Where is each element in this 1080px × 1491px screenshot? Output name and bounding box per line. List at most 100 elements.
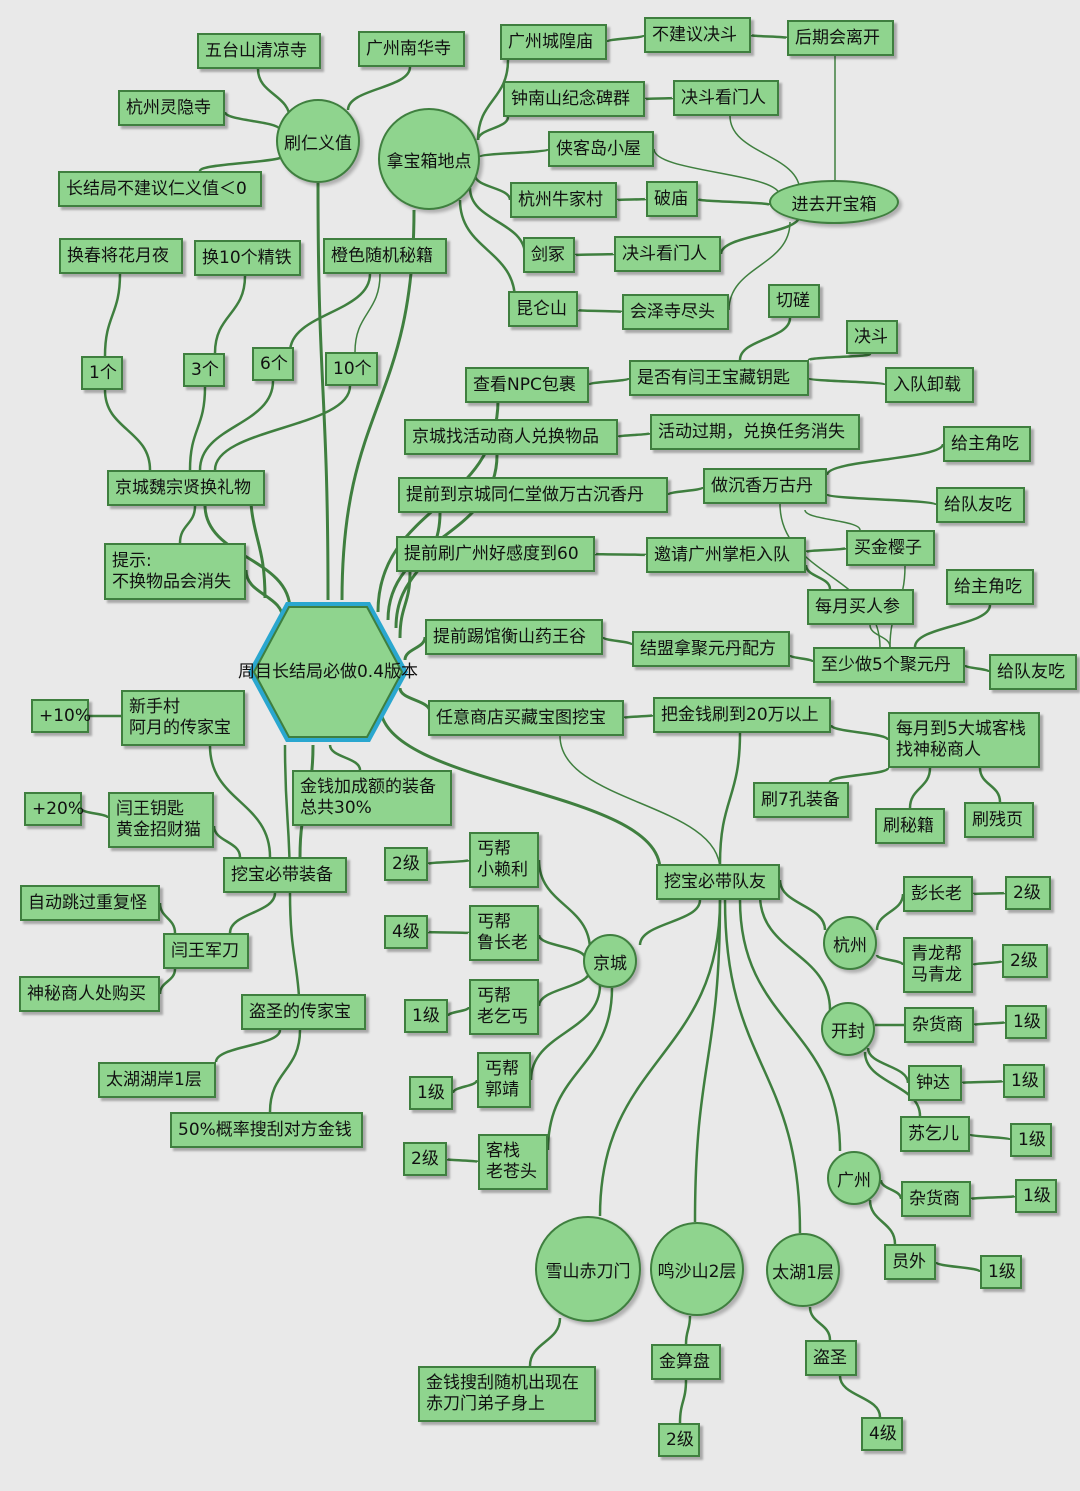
node-yanwang-key-question[interactable]: 是否有闫王宝藏钥匙 [629, 360, 809, 396]
node-level-ma[interactable]: 2级 [1002, 944, 1048, 978]
node-auto-skip[interactable]: 自动跳过重复怪 [20, 885, 160, 921]
node-yanwang-cat[interactable]: 闫王钥匙 黄金招财猫 [108, 792, 214, 848]
node-jianzhong[interactable]: 剑冢 [523, 237, 575, 273]
node-level-lu[interactable]: 4级 [384, 915, 428, 949]
node-give-hero-1[interactable]: 给主角吃 [943, 426, 1031, 462]
node-leave-later[interactable]: 后期会离开 [787, 20, 894, 56]
node-duel-guard-2[interactable]: 决斗看门人 [614, 236, 721, 272]
node-level-lai[interactable]: 2级 [384, 847, 428, 881]
node-yanwang-blade[interactable]: 闫王军刀 [163, 933, 249, 969]
node-abacus[interactable]: 金算盘 [651, 1344, 721, 1380]
node-buy-shen[interactable]: 每月买人参 [807, 589, 914, 625]
node-merchant-exchange[interactable]: 京城找活动商人兑换物品 [404, 419, 618, 455]
node-level-kf-shop[interactable]: 1级 [1005, 1005, 1047, 1039]
node-buy-ying[interactable]: 买金樱子 [846, 530, 935, 566]
node-huanchun[interactable]: 换春将花月夜 [59, 238, 183, 274]
node-chenghuang[interactable]: 广州城隍庙 [500, 24, 607, 60]
node-ayue[interactable]: 新手村 阿月的传家宝 [121, 690, 245, 746]
node-no-duel[interactable]: 不建议决斗 [644, 17, 751, 53]
node-beggar-lai[interactable]: 丐帮 小赖利 [469, 832, 539, 888]
node-join-unload[interactable]: 入队卸载 [885, 367, 974, 403]
node-mystery-buy[interactable]: 神秘商人处购买 [19, 976, 160, 1012]
node-level-peng[interactable]: 2级 [1005, 876, 1051, 910]
node-nanhua[interactable]: 广州南华寺 [358, 31, 465, 67]
node-make-pill[interactable]: 做沉香万古丹 [703, 468, 827, 504]
node-xiake[interactable]: 侠客岛小屋 [548, 131, 654, 167]
node-orange-book[interactable]: 橙色随机秘籍 [323, 238, 447, 274]
node-hint[interactable]: 提示: 不换物品会消失 [104, 543, 246, 600]
hub-kaifeng[interactable]: 开封 [821, 1002, 875, 1056]
hub-jingcheng[interactable]: 京城 [583, 934, 637, 988]
node-level-zhongda[interactable]: 1级 [1003, 1064, 1045, 1098]
node-five-pills[interactable]: 至少做5个聚元丹 [813, 647, 965, 683]
node-count-10[interactable]: 10个 [325, 352, 378, 386]
node-renyi-note[interactable]: 长结局不建议仁义值＜0 [58, 171, 262, 207]
node-hengshan[interactable]: 提前踢馆衡山药王谷 [425, 619, 603, 655]
node-alliance[interactable]: 结盟拿聚元丹配方 [632, 631, 790, 667]
hub-open-chest[interactable]: 进去开宝箱 [769, 180, 899, 224]
node-yuanwai[interactable]: 员外 [884, 1244, 936, 1280]
node-dig-equip[interactable]: 挖宝必带装备 [223, 857, 347, 893]
hub-ren-yi[interactable]: 刷仁义值 [276, 99, 360, 183]
node-daosheng[interactable]: 盗圣 [805, 1340, 857, 1376]
node-niujia[interactable]: 杭州牛家村 [510, 182, 617, 218]
node-npc-bag[interactable]: 查看NPC包裹 [465, 367, 589, 403]
node-peng[interactable]: 彭长老 [903, 876, 973, 912]
node-kf-shop[interactable]: 杂货商 [904, 1007, 974, 1043]
node-level-yuanwai[interactable]: 1级 [980, 1255, 1022, 1289]
node-visit-cities[interactable]: 每月到5大城客栈 找神秘商人 [888, 712, 1040, 768]
node-map-dig[interactable]: 任意商店买藏宝图挖宝 [428, 700, 624, 736]
node-qiecuo[interactable]: 切磋 [768, 284, 820, 318]
node-level-abacus[interactable]: 2级 [658, 1423, 700, 1457]
node-zhongda[interactable]: 钟达 [908, 1065, 962, 1101]
node-level-old[interactable]: 1级 [404, 999, 448, 1033]
hub-hangzhou[interactable]: 杭州 [823, 916, 877, 970]
node-level-gz-shop[interactable]: 1级 [1015, 1179, 1057, 1213]
node-beggar-lu[interactable]: 丐帮 鲁长老 [469, 905, 539, 961]
node-su-qier[interactable]: 苏乞儿 [900, 1116, 970, 1152]
node-inn-old[interactable]: 客栈 老苍头 [478, 1134, 548, 1190]
node-kunlun[interactable]: 昆仑山 [508, 291, 578, 327]
node-level-inn[interactable]: 2级 [403, 1142, 447, 1176]
node-plus20[interactable]: +20% [24, 792, 84, 826]
node-level-guo[interactable]: 1级 [409, 1076, 453, 1110]
node-taihu-shore[interactable]: 太湖湖岸1层 [98, 1062, 216, 1098]
node-huize[interactable]: 会泽寺尽头 [622, 294, 729, 330]
node-jingtie[interactable]: 换10个精铁 [194, 240, 301, 276]
hub-treasure-spots[interactable]: 拿宝箱地点 [378, 108, 480, 210]
node-lingyin[interactable]: 杭州灵隐寺 [118, 90, 225, 126]
node-plus10[interactable]: +10% [31, 699, 91, 733]
node-ma-qing[interactable]: 青龙帮 马青龙 [903, 937, 973, 993]
hub-taihu[interactable]: 太湖1层 [766, 1233, 840, 1307]
hub-xueshan[interactable]: 雪山赤刀门 [535, 1216, 641, 1322]
node-dig-team[interactable]: 挖宝必带队友 [656, 864, 780, 900]
node-seven-hole[interactable]: 刷7孔装备 [753, 782, 849, 818]
node-count-6[interactable]: 6个 [252, 347, 294, 381]
node-wei-exchange[interactable]: 京城魏宗贤换礼物 [107, 470, 265, 506]
node-give-mate-1[interactable]: 给队友吃 [936, 487, 1025, 523]
node-chidao-note[interactable]: 金钱搜刮随机出现在 赤刀门弟子身上 [418, 1366, 596, 1422]
hub-mingsha[interactable]: 鸣沙山2层 [650, 1222, 744, 1316]
node-give-hero-2[interactable]: 给主角吃 [946, 569, 1034, 605]
node-wutai[interactable]: 五台山清凉寺 [197, 33, 321, 69]
node-count-1[interactable]: 1个 [81, 356, 123, 390]
node-steal50[interactable]: 50%概率搜刮对方金钱 [170, 1112, 363, 1148]
node-money-equip[interactable]: 金钱加成额的装备 总共30% [292, 770, 452, 826]
node-give-mate-2[interactable]: 给队友吃 [989, 654, 1077, 690]
node-invite-boss[interactable]: 邀请广州掌柜入队 [646, 537, 806, 573]
node-expired[interactable]: 活动过期，兑换任务消失 [650, 414, 860, 450]
node-money-200k[interactable]: 把金钱刷到20万以上 [653, 697, 831, 733]
node-duel-guard-1[interactable]: 决斗看门人 [673, 80, 779, 116]
node-count-3[interactable]: 3个 [183, 353, 225, 387]
node-thief-heir[interactable]: 盗圣的传家宝 [241, 994, 366, 1030]
node-can-ye[interactable]: 刷残页 [964, 802, 1034, 838]
node-favor60[interactable]: 提前刷广州好感度到60 [396, 536, 595, 572]
node-level-su[interactable]: 1级 [1010, 1123, 1052, 1157]
node-pomiao[interactable]: 破庙 [646, 181, 698, 217]
node-level-daosheng[interactable]: 4级 [861, 1417, 903, 1451]
node-beggar-old[interactable]: 丐帮 老乞丐 [469, 979, 539, 1035]
central-topic[interactable]: 周目长结局必做 0.4版本 [238, 598, 418, 746]
node-beggar-guo[interactable]: 丐帮 郭靖 [477, 1052, 531, 1108]
node-juedou[interactable]: 决斗 [846, 320, 898, 354]
node-mi-ji[interactable]: 刷秘籍 [875, 808, 945, 844]
